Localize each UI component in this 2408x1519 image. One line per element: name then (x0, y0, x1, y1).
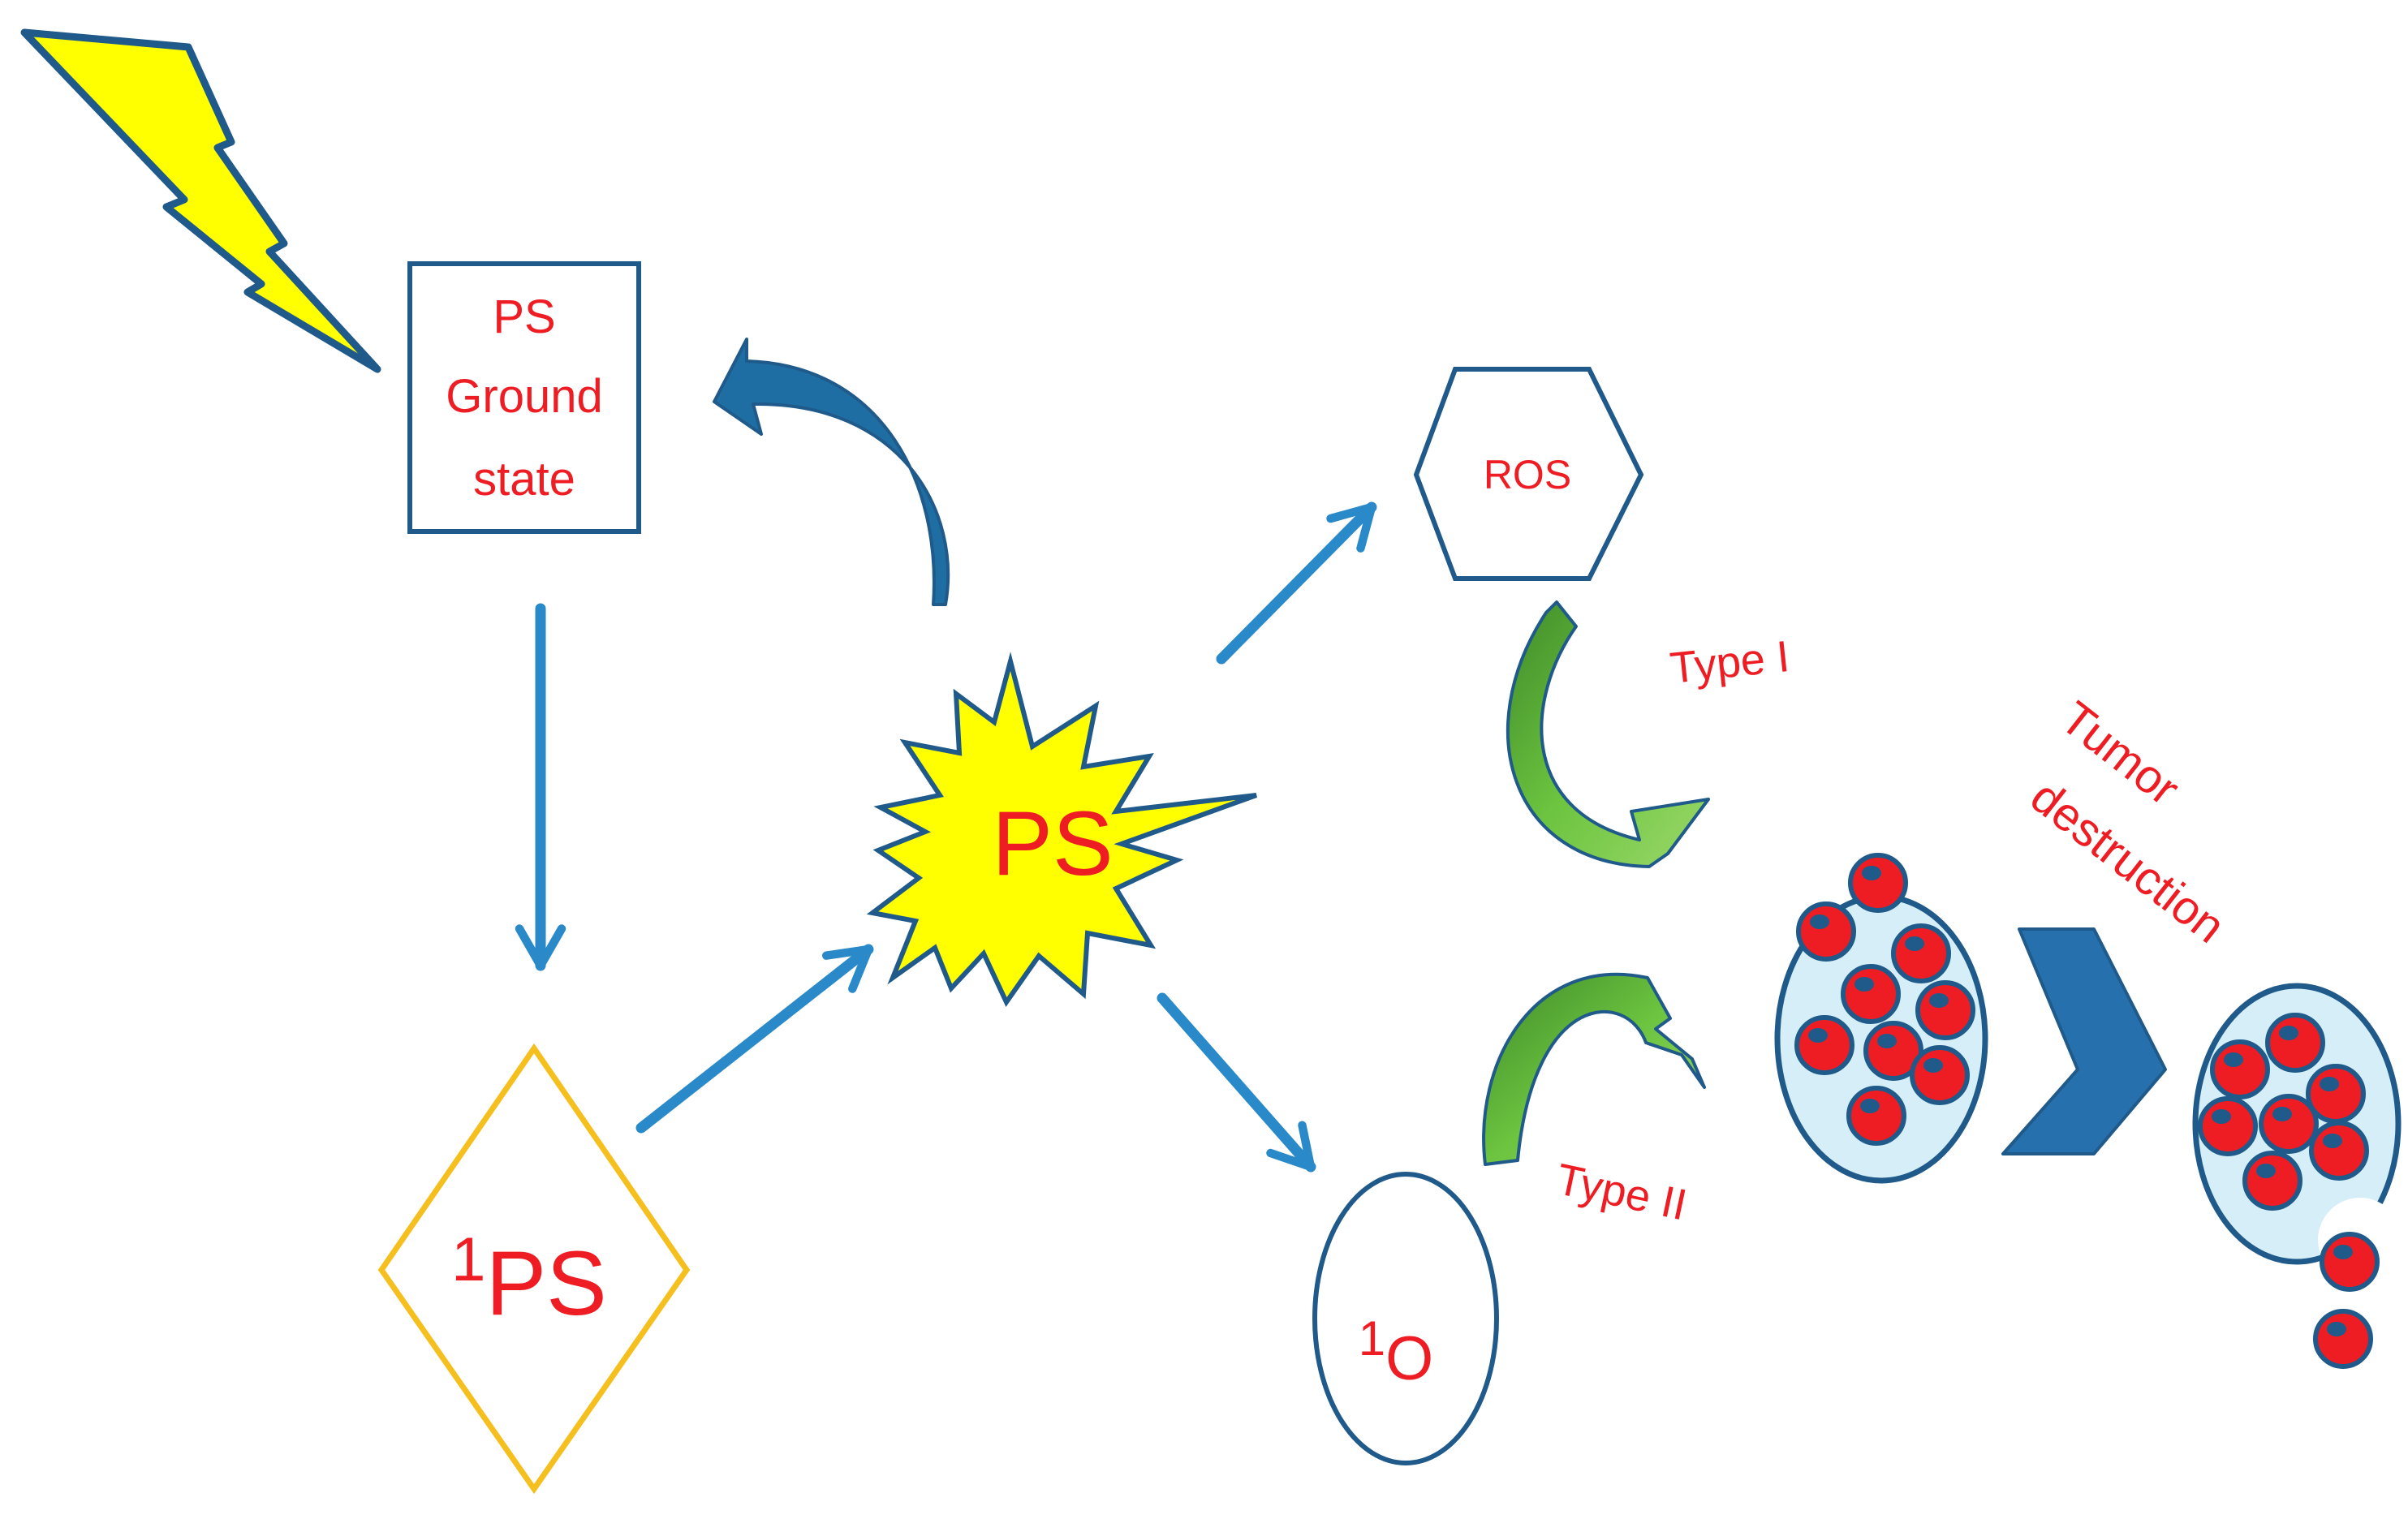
tumor-cell (2322, 1234, 2377, 1289)
type2-label: Type II (1553, 1155, 1691, 1229)
tumor-cell (2261, 1096, 2316, 1151)
tumor-cell (2311, 1123, 2367, 1178)
tumor-cell (1893, 926, 1949, 981)
ros-label: ROS (1484, 452, 1571, 497)
ground-state-label-2: Ground (446, 370, 602, 423)
type2-green-arrow (1482, 972, 1706, 1166)
tumor-cell (1798, 904, 1854, 959)
arrow-singlet-to-excited (635, 944, 874, 1134)
return-arrow (713, 338, 950, 606)
singlet-ps-label: 1PS (451, 1225, 607, 1334)
chevron-right-icon (2001, 927, 2167, 1155)
destroyed-tumor-cluster (2192, 983, 2402, 1366)
lightning-bolt-icon (20, 28, 381, 373)
tumor-cluster (1774, 855, 1988, 1184)
tumor-cell (1850, 855, 1906, 910)
singlet-ps-diamond: 1PS (377, 1043, 691, 1495)
tumor-cell (1918, 983, 1973, 1038)
tumor-label-2: destruction (2021, 770, 2235, 953)
ground-state-box: PS Ground state (407, 261, 641, 534)
tumor-cell (2212, 1042, 2268, 1097)
type1-label: Type I (1668, 632, 1792, 693)
tumor-cell (2200, 1099, 2255, 1154)
ground-state-label-3: state (473, 453, 575, 506)
tumor-cell (2315, 1311, 2371, 1366)
singlet-oxygen-ellipse: 1O (1312, 1172, 1499, 1465)
ground-state-label-1: PS (493, 290, 555, 343)
arrow-excited-to-ros (1216, 501, 1377, 665)
tumor-cell (1849, 1088, 1904, 1143)
singlet-oxygen-label: 1O (1359, 1311, 1434, 1393)
type1-green-arrow (1506, 600, 1710, 868)
arrow-excited-to-oxygen (1157, 992, 1316, 1173)
tumor-cell (1843, 966, 1898, 1022)
ros-hexagon: ROS (1413, 367, 1644, 581)
excited-ps-label: PS (992, 793, 1113, 894)
tumor-cell (2245, 1153, 2300, 1208)
tumor-cell (2268, 1015, 2323, 1070)
excited-ps-burst: PS (866, 652, 1258, 1007)
tumor-cell (1797, 1018, 1852, 1073)
tumor-cell (1912, 1048, 1967, 1103)
